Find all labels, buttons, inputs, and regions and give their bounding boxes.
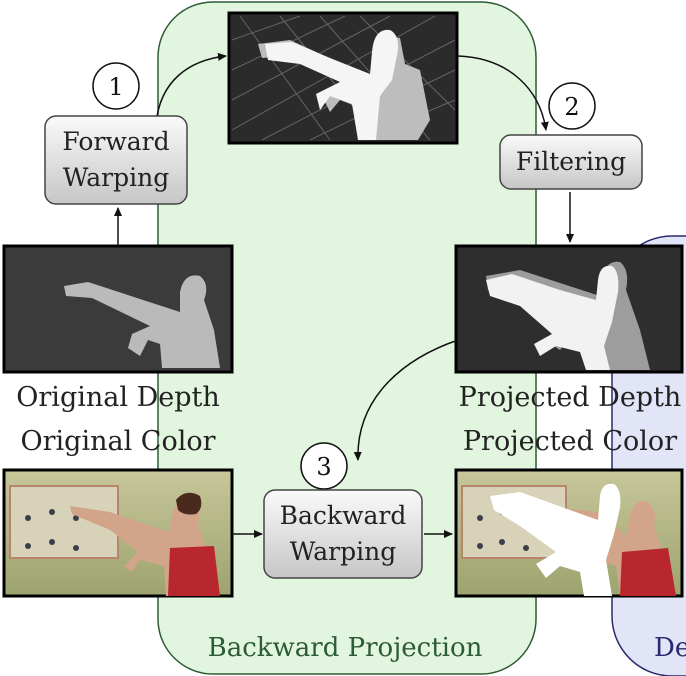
step-3-number: 3 <box>316 453 331 481</box>
backward-warping-box <box>263 489 423 579</box>
filtering-label: Filtering <box>516 147 626 176</box>
step-3-circle <box>300 442 348 490</box>
step-1-number: 1 <box>108 73 123 101</box>
original-depth-image <box>2 244 234 374</box>
warped-depth-image <box>227 11 459 145</box>
caption-projected-color: Projected Color <box>463 426 677 457</box>
step-2-number: 2 <box>564 93 579 121</box>
projected-color-image <box>454 468 684 598</box>
backward-warping-label-line1: Backward <box>280 501 407 530</box>
backward-warping-label-line2: Warping <box>290 537 396 566</box>
caption-original-color: Original Color <box>20 426 215 457</box>
step-1-circle <box>92 62 140 110</box>
projected-depth-image <box>454 244 684 374</box>
forward-warping-label-line2: Warping <box>63 163 169 192</box>
forward-warping-step[interactable]: 1 Forward Warping <box>44 62 188 205</box>
original-color-image <box>2 468 234 598</box>
blue-region-label: De <box>654 633 686 663</box>
forward-warping-label-line1: Forward <box>62 127 169 156</box>
caption-projected-depth: Projected Depth <box>459 382 682 413</box>
backward-projection-label: Backward Projection <box>208 633 483 663</box>
filtering-box <box>499 134 643 190</box>
caption-original-depth: Original Depth <box>16 382 219 413</box>
forward-warping-box <box>44 115 188 205</box>
connectors <box>114 52 574 538</box>
filtering-step[interactable]: 2 Filtering <box>499 82 643 190</box>
backward-warping-step[interactable]: 3 Backward Warping <box>263 442 423 579</box>
step-2-circle <box>548 82 596 130</box>
